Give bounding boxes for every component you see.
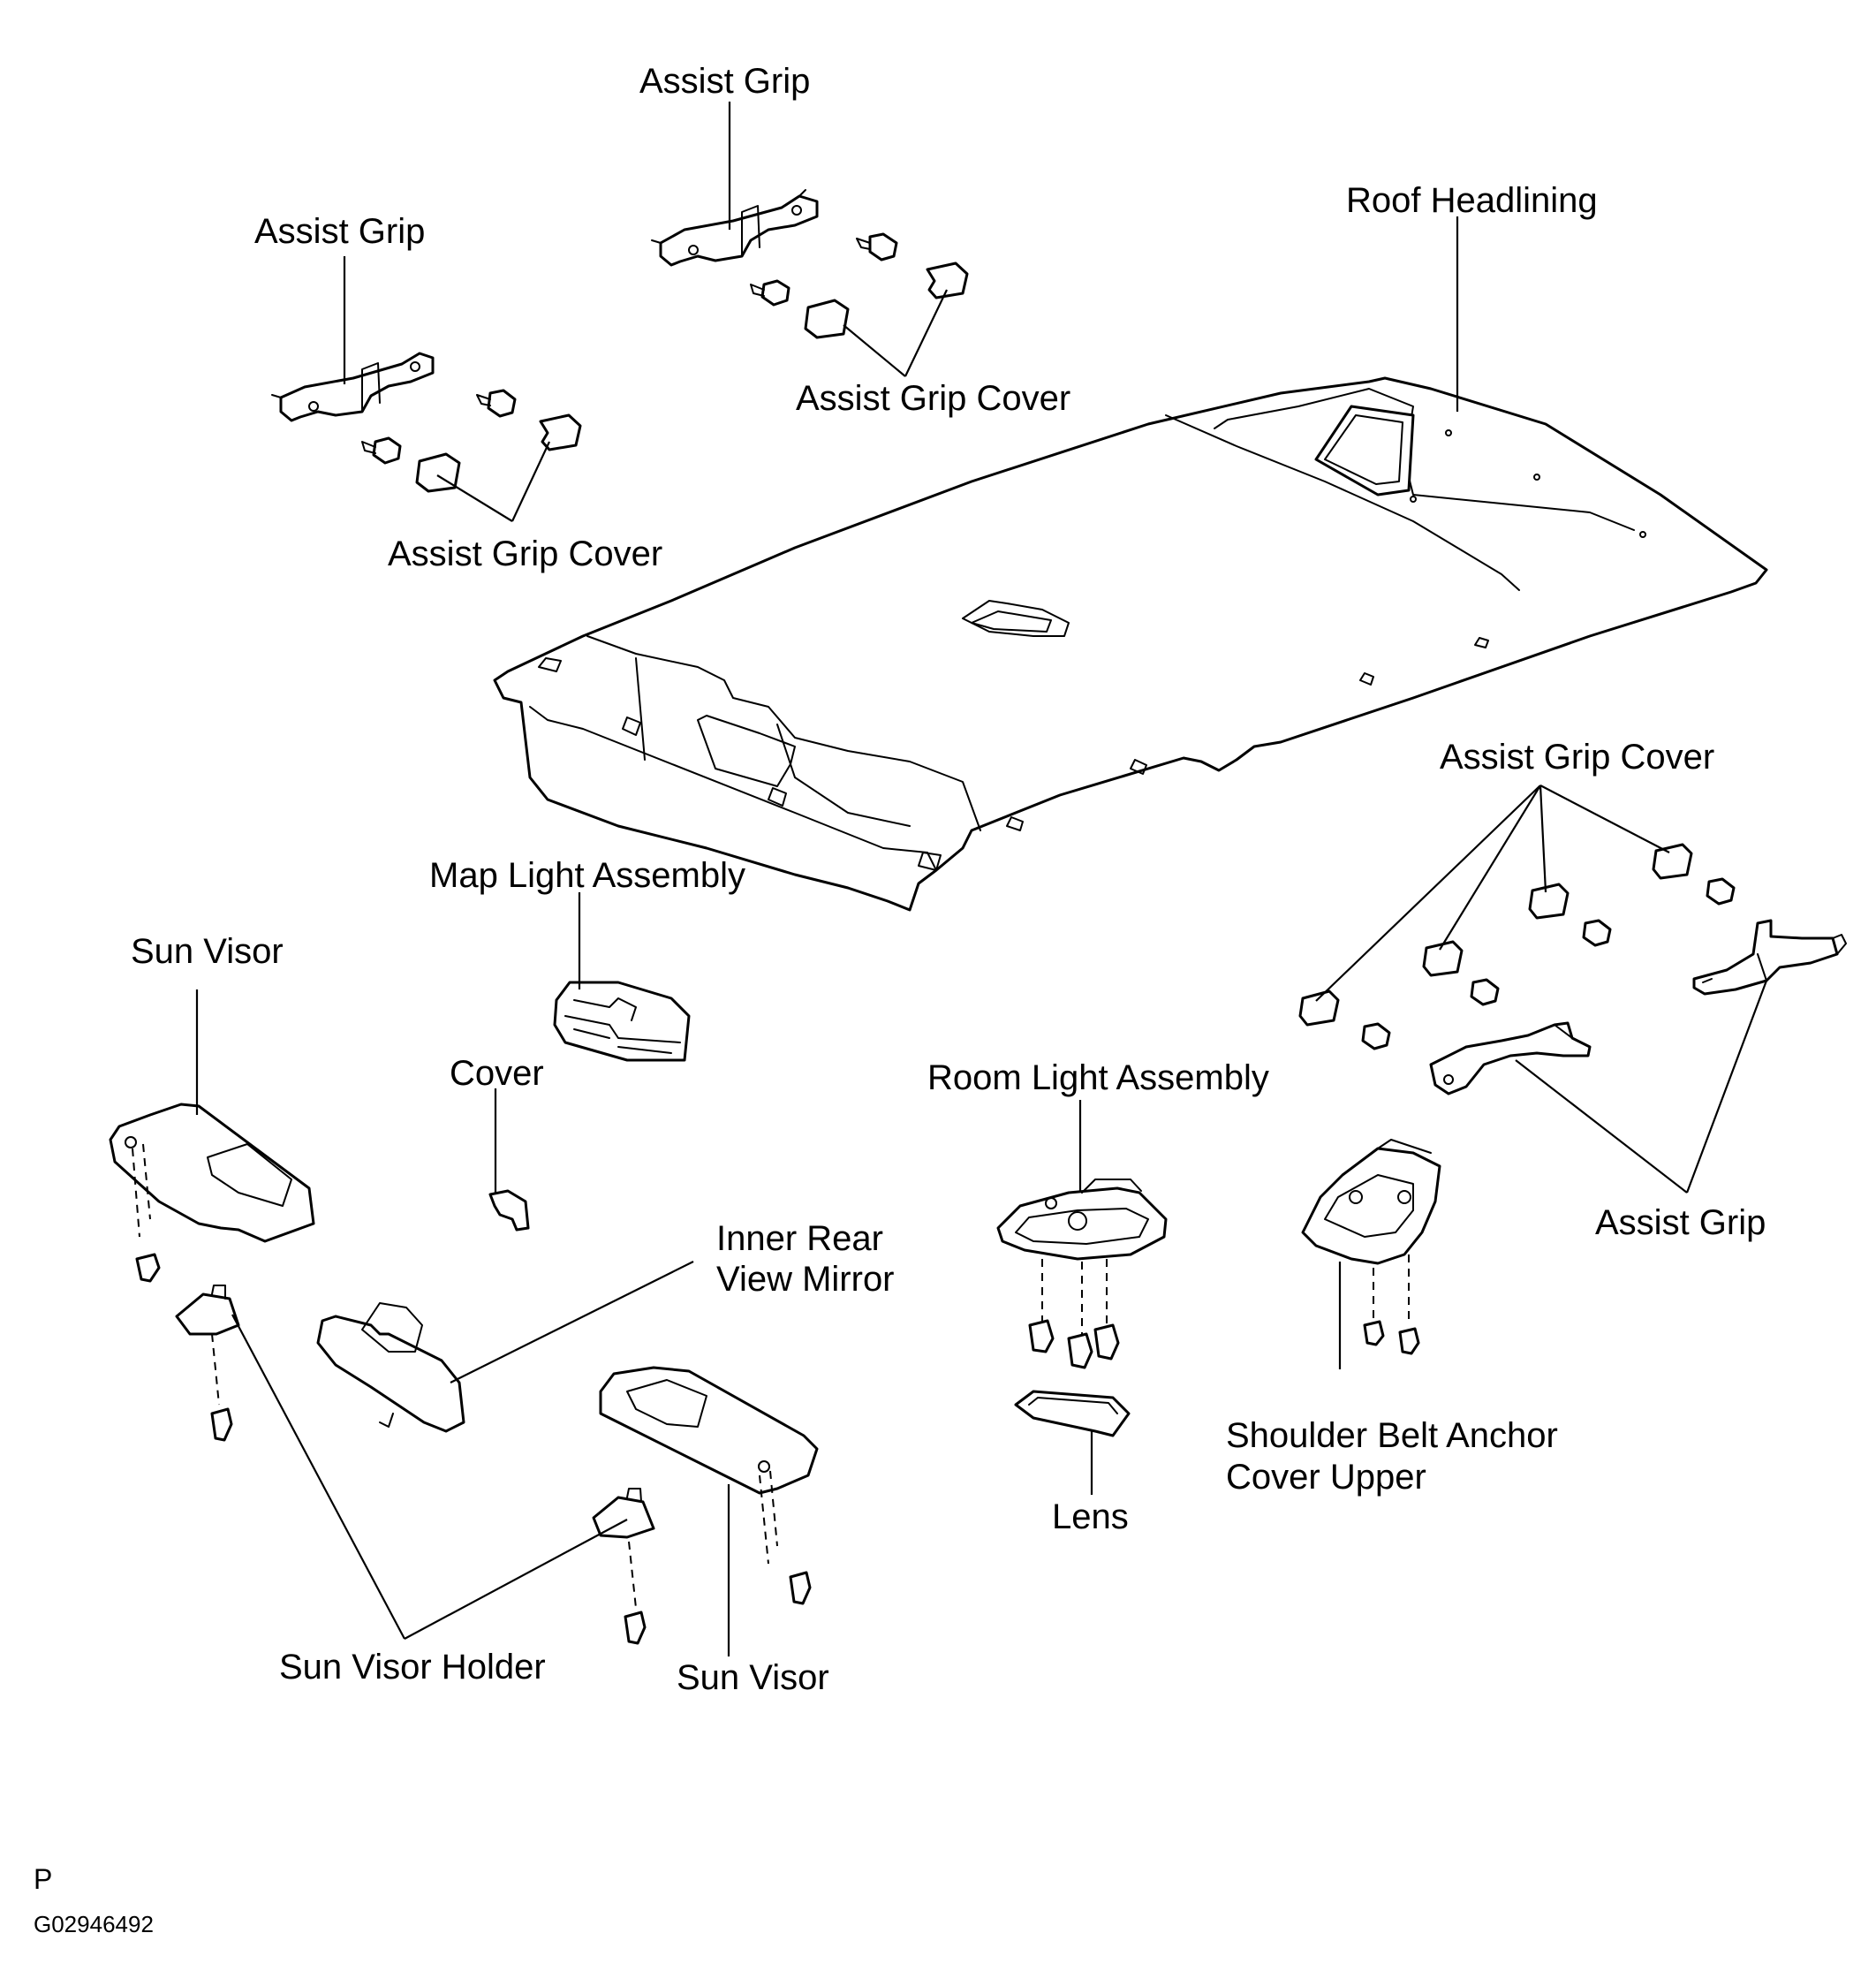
- mount-line: [1373, 1255, 1410, 1325]
- bolt-icon: [1706, 877, 1736, 906]
- inner-rear-view-mirror: [316, 1302, 465, 1433]
- label-assist-grip-top: Assist Grip: [639, 62, 810, 101]
- bolt-icon: [476, 389, 517, 418]
- mount-line: [628, 1541, 637, 1609]
- assist-grip-top: [651, 189, 819, 267]
- assist-grip-cover-top-a: [804, 299, 850, 339]
- cover-part: [488, 1189, 530, 1232]
- sun-visor-holder-right: [592, 1488, 655, 1539]
- label-inner-rear-view-mirror-2: View Mirror: [716, 1260, 895, 1299]
- label-sun-visor-right: Sun Visor: [677, 1658, 829, 1697]
- screw-icon: [1028, 1319, 1055, 1353]
- sun-visor-holder-left: [175, 1285, 240, 1336]
- screw-icon: [789, 1571, 812, 1605]
- label-map-light-assembly: Map Light Assembly: [429, 856, 745, 895]
- label-room-light-assembly: Room Light Assembly: [927, 1058, 1269, 1097]
- assist-grip-cover-right-b: [1422, 940, 1464, 977]
- bolt-icon: [1361, 1022, 1391, 1050]
- label-lens: Lens: [1052, 1497, 1129, 1536]
- shoulder-belt-anchor-cover-upper: [1301, 1139, 1441, 1265]
- label-sun-visor-left: Sun Visor: [131, 932, 284, 971]
- assist-grip-right-b: [1429, 1021, 1592, 1095]
- leader-lines: [195, 102, 1768, 1656]
- screw-icon: [210, 1407, 233, 1442]
- footer-letter: P: [34, 1863, 52, 1895]
- label-assist-grip-left: Assist Grip: [254, 212, 425, 251]
- assist-grip-cover-right-d: [1652, 843, 1693, 880]
- assist-grip-right-a: [1692, 919, 1847, 996]
- screw-icon: [135, 1253, 161, 1283]
- roof-headlining: [493, 376, 1768, 912]
- label-shoulder-belt-2: Cover Upper: [1226, 1458, 1426, 1497]
- label-roof-headlining: Roof Headlining: [1346, 181, 1598, 220]
- screw-icon: [624, 1611, 647, 1645]
- screw-icon: [1093, 1323, 1120, 1361]
- bolt-icon: [361, 436, 402, 465]
- assist-grip-cover-left-b: [539, 413, 582, 451]
- footer-code: G02946492: [34, 1911, 154, 1937]
- screw-icon: [1398, 1327, 1420, 1355]
- label-assist-grip-cover-right: Assist Grip Cover: [1440, 738, 1714, 777]
- mount-line: [132, 1143, 151, 1238]
- sun-visor-right: [599, 1366, 819, 1495]
- screw-icon: [1067, 1332, 1093, 1369]
- mount-line: [759, 1470, 778, 1565]
- label-inner-rear-view-mirror-1: Inner Rear: [716, 1219, 883, 1258]
- mount-line: [1041, 1259, 1108, 1334]
- assist-grip-cover-top-b: [926, 262, 969, 299]
- bolt-icon: [856, 232, 898, 262]
- bolt-icon: [1470, 978, 1500, 1006]
- map-light-assembly: [553, 981, 691, 1062]
- sun-visor-left: [109, 1103, 315, 1243]
- screw-icon: [1363, 1320, 1385, 1346]
- label-shoulder-belt-1: Shoulder Belt Anchor: [1226, 1416, 1558, 1455]
- label-assist-grip-cover-top: Assist Grip Cover: [796, 379, 1070, 418]
- mount-line: [211, 1333, 220, 1406]
- bolt-icon: [750, 279, 790, 307]
- assist-grip-left: [271, 352, 435, 422]
- label-assist-grip-right: Assist Grip: [1595, 1203, 1766, 1242]
- label-cover: Cover: [450, 1054, 544, 1093]
- label-sun-visor-holder: Sun Visor Holder: [279, 1648, 546, 1687]
- assist-grip-cover-right-c: [1528, 883, 1570, 920]
- label-assist-grip-cover-left: Assist Grip Cover: [388, 534, 662, 573]
- room-light-assembly: [996, 1179, 1168, 1261]
- assist-grip-cover-right-a: [1298, 989, 1340, 1027]
- bolt-icon: [1582, 919, 1612, 947]
- lens: [1014, 1390, 1131, 1437]
